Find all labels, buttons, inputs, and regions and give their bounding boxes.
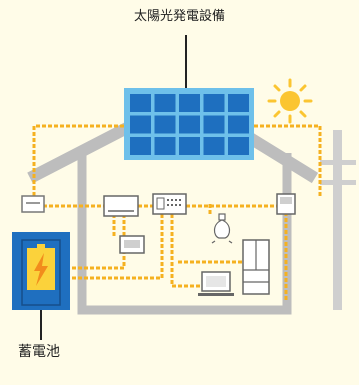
solar-cell xyxy=(203,94,225,112)
solar-cell xyxy=(228,94,249,112)
solar-cell xyxy=(203,115,225,134)
solar-cell xyxy=(228,115,249,134)
battery-unit xyxy=(12,232,70,340)
solar-cell xyxy=(154,94,176,112)
solar-cell xyxy=(228,137,249,155)
solar-cell xyxy=(179,137,200,155)
sun-icon xyxy=(267,78,313,124)
solar-panel xyxy=(124,35,254,160)
solar-cell xyxy=(130,115,151,134)
distribution-board xyxy=(152,193,187,215)
solar-cell xyxy=(179,94,200,112)
solar-cell xyxy=(179,115,200,134)
lightning-icon xyxy=(34,253,48,286)
meter xyxy=(276,193,296,215)
light-bulb-icon xyxy=(211,213,233,244)
solar-cell xyxy=(130,94,151,112)
refrigerator-icon xyxy=(242,239,270,295)
solar-cell xyxy=(130,137,151,155)
solar-cell xyxy=(203,137,225,155)
solar-cell xyxy=(154,137,176,155)
solar-cell xyxy=(154,115,176,134)
utility-pole xyxy=(320,130,356,310)
inverter-box xyxy=(21,195,45,213)
monitor-display xyxy=(119,235,145,254)
battery-label: 蓄電池 xyxy=(18,344,60,360)
power-conditioner xyxy=(103,195,139,217)
wiring xyxy=(32,124,322,300)
computer-icon xyxy=(198,271,234,296)
solar-panel-label: 太陽光発電設備 xyxy=(133,9,225,24)
